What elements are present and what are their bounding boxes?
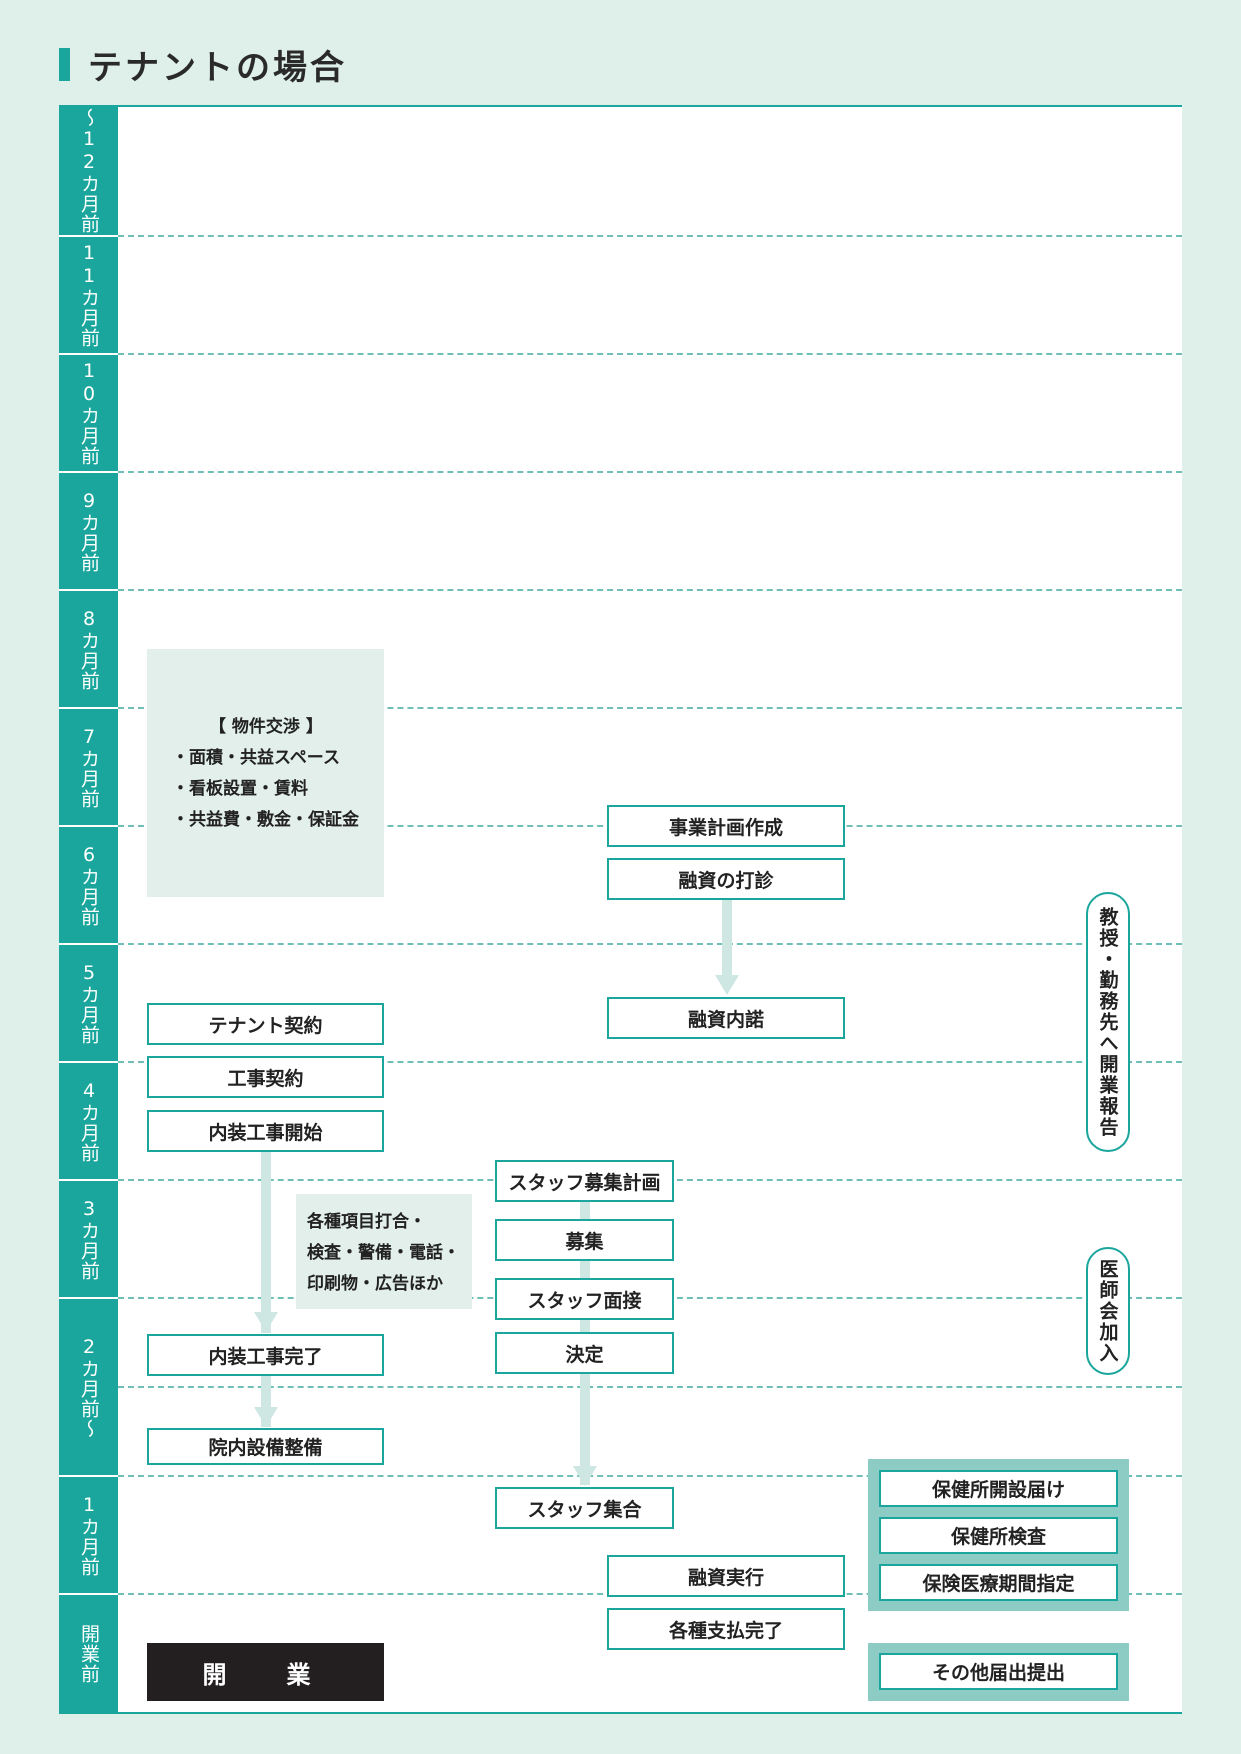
period-11-months: 11カ月前 [78,242,100,348]
task-business-plan: 事業計画作成 [607,805,845,847]
task-insurance-designation: 保険医療期間指定 [879,1564,1118,1601]
misc-note-line: 各種項目打合・ [307,1212,426,1232]
pill-professor-report: 教授・勤務先へ開業報告 [1086,892,1130,1152]
task-recruit: 募集 [495,1219,674,1261]
period-7-months: 7カ月前 [78,725,100,809]
task-loan-execution: 融資実行 [607,1555,845,1597]
task-staff-plan: スタッフ募集計画 [495,1160,674,1202]
period-separator [59,707,118,709]
task-facility-setup: 院内設備整備 [147,1428,384,1465]
period-12-months: 〜12カ月前 [78,108,100,234]
arrow-facility-shaft [261,1375,271,1427]
period-separator [59,353,118,355]
row-divider [118,1386,1182,1388]
row-divider [118,943,1182,945]
misc-note-line: 検査・警備・電話・ [307,1243,460,1263]
row-divider [118,589,1182,591]
task-tenant-contract: テナント契約 [147,1003,384,1045]
period-separator [59,589,118,591]
task-loan-approval: 融資内諾 [607,997,845,1039]
period-separator [59,471,118,473]
pill-medical-association: 医師会加入 [1086,1247,1130,1375]
property-note-heading: 【 物件交渉 】 [209,717,323,737]
period-8-months: 8カ月前 [78,607,100,691]
task-interior-start: 内装工事開始 [147,1110,384,1152]
property-negotiation-text: 【 物件交渉 】 ・面積・共益スペース ・看板設置・賃料 ・共益費・敷金・保証金 [172,712,359,836]
period-10-months: 10カ月前 [78,360,100,466]
task-payments-complete: 各種支払完了 [607,1608,845,1650]
row-divider [118,235,1182,237]
task-health-center-notice: 保健所開設届け [879,1470,1118,1507]
row-divider [118,353,1182,355]
timeline-column [59,105,118,1714]
property-note-item: ・看板設置・賃料 [172,779,308,799]
task-construction-contract: 工事契約 [147,1056,384,1098]
period-separator [59,235,118,237]
period-9-months: 9カ月前 [78,489,100,573]
period-separator [59,1297,118,1299]
period-separator [59,1061,118,1063]
task-interior-complete: 内装工事完了 [147,1334,384,1376]
row-divider [118,471,1182,473]
task-staff-interview: スタッフ面接 [495,1278,674,1320]
period-separator [59,1593,118,1595]
period-4-months: 4カ月前 [78,1079,100,1163]
period-pre-opening: 開業前 [78,1623,100,1684]
period-5-months: 5カ月前 [78,961,100,1045]
period-3-months: 3カ月前 [78,1197,100,1281]
opening-box: 開 業 [147,1643,384,1701]
task-other-filings: その他届出提出 [879,1653,1118,1690]
period-1-month: 1カ月前 [78,1493,100,1577]
arrow-interior-shaft [261,1150,271,1333]
arrow-facility-head [254,1407,278,1427]
page-title: テナントの場合 [88,48,347,88]
misc-items-note [296,1194,472,1309]
task-loan-inquiry: 融資の打診 [607,858,845,900]
arrow-loan-shaft [722,900,732,976]
row-divider [118,707,1182,709]
arrow-staff-head [573,1466,597,1486]
period-separator [59,1179,118,1181]
property-note-item: ・共益費・敷金・保証金 [172,810,359,830]
property-note-item: ・面積・共益スペース [172,748,340,768]
row-divider [118,1061,1182,1063]
property-negotiation-note [147,649,384,897]
period-2-months: 2カ月前〜 [78,1335,100,1439]
period-separator [59,825,118,827]
task-staff-gather: スタッフ集合 [495,1487,674,1529]
row-divider [118,1475,1182,1477]
misc-note-line: 印刷物・広告ほか [307,1274,443,1294]
period-6-months: 6カ月前 [78,843,100,927]
misc-items-text: 各種項目打合・ 検査・警備・電話・ 印刷物・広告ほか [307,1207,460,1300]
pill-professor-report-text: 教授・勤務先へ開業報告 [1096,906,1119,1138]
period-separator [59,1475,118,1477]
arrow-loan-head [715,975,739,995]
period-separator [59,943,118,945]
title-accent-bar [59,48,70,81]
task-health-center-inspection: 保健所検査 [879,1517,1118,1554]
arrow-interior-head [254,1312,278,1332]
pill-medical-association-text: 医師会加入 [1096,1258,1119,1364]
task-decision: 決定 [495,1332,674,1374]
